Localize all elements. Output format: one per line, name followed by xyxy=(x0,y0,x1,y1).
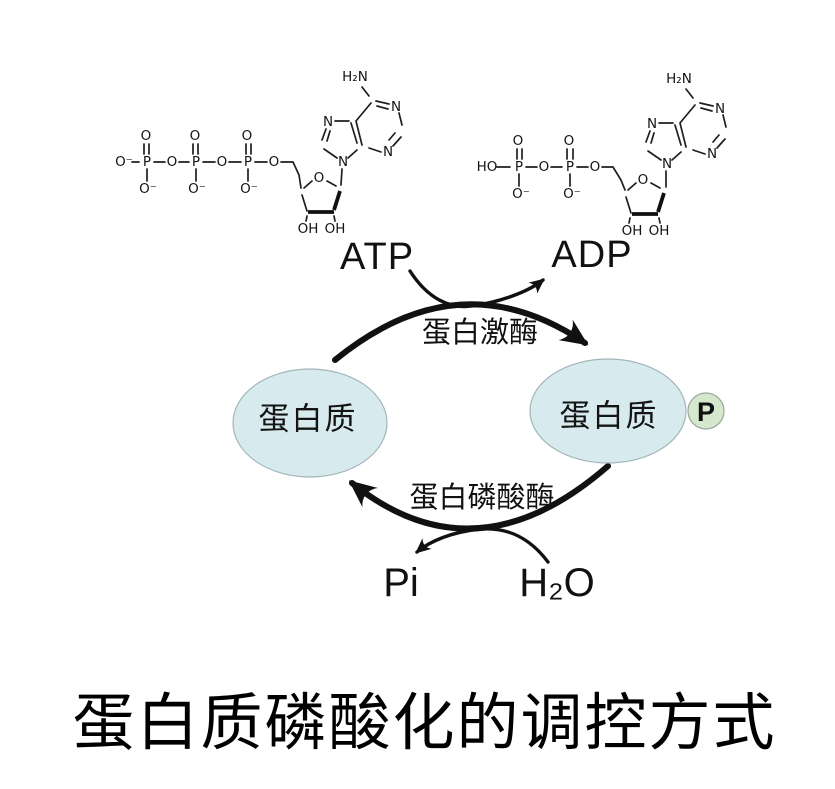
atp-atom: O xyxy=(269,154,280,170)
kinase-label: 蛋白激酶 xyxy=(422,316,538,349)
adp-atom: O⁻ xyxy=(563,186,581,202)
atp-atom: O⁻ xyxy=(139,181,157,197)
adp-atom: O xyxy=(564,133,575,149)
phosphatase-label: 蛋白磷酸酶 xyxy=(409,481,554,514)
protein-left-label: 蛋白质 xyxy=(259,402,358,437)
atp-atom: O xyxy=(167,154,178,170)
protein-right-label: 蛋白质 xyxy=(560,399,659,434)
adp-atom: N xyxy=(715,101,725,117)
adp-atom: N xyxy=(647,116,657,132)
atp-atom: O xyxy=(141,128,152,144)
atp-atom: OH xyxy=(325,221,346,237)
atp-atom: O⁻ xyxy=(115,154,133,170)
atp-atom: N xyxy=(391,99,401,115)
adp-atom: O⁻ xyxy=(512,186,530,202)
adp-atom: O xyxy=(513,133,524,149)
adp-atom: OH xyxy=(622,223,643,239)
adp-atom: P xyxy=(515,159,523,175)
pi-label: Pi xyxy=(383,561,419,605)
protein-ellipse-right xyxy=(529,358,687,464)
atp-label: ATP xyxy=(340,236,414,278)
atp-atom: O xyxy=(217,154,228,170)
adp-atom: P xyxy=(566,159,574,175)
adp-atom: O xyxy=(638,172,649,188)
water-label: H₂O xyxy=(519,561,595,605)
adp-atom: O xyxy=(590,159,601,175)
atp-atom: O xyxy=(242,128,253,144)
atp-atom: O⁻ xyxy=(240,181,258,197)
protein-ellipse-left xyxy=(232,368,388,478)
atp-atom: P xyxy=(244,154,252,170)
adp-atom: N xyxy=(662,156,672,172)
atp-ribose-bold-bonds xyxy=(308,190,342,214)
adp-atom: H₂N xyxy=(666,71,692,87)
atp-atom: O xyxy=(190,128,201,144)
adp-ribose-bold-bonds xyxy=(632,192,666,216)
adp-atom: N xyxy=(707,146,717,162)
atp-atom: P xyxy=(192,154,200,170)
adp-atom: O xyxy=(539,159,550,175)
atp-bonds xyxy=(131,86,403,222)
atp-atom: O⁻ xyxy=(188,181,206,197)
atp-atom: N xyxy=(338,154,348,170)
atp-atom: H₂N xyxy=(342,69,368,85)
atp-atom: P xyxy=(143,154,151,170)
page-title: 蛋白质磷酸化的调控方式 xyxy=(72,689,777,758)
adp-atom: HO xyxy=(477,159,498,175)
phosphate-badge-label: P xyxy=(697,397,715,427)
atp-atom: N xyxy=(323,114,333,130)
atp-to-adp-arrow xyxy=(408,269,545,309)
adp-atom: OH xyxy=(649,223,670,239)
atp-atom: N xyxy=(383,144,393,160)
adp-label: ADP xyxy=(551,234,632,276)
adp-bonds xyxy=(496,88,727,224)
atp-atom: OH xyxy=(298,221,319,237)
phosphate-badge xyxy=(687,392,725,430)
atp-atom: O xyxy=(314,170,325,186)
water-to-pi-arrow xyxy=(415,527,550,564)
